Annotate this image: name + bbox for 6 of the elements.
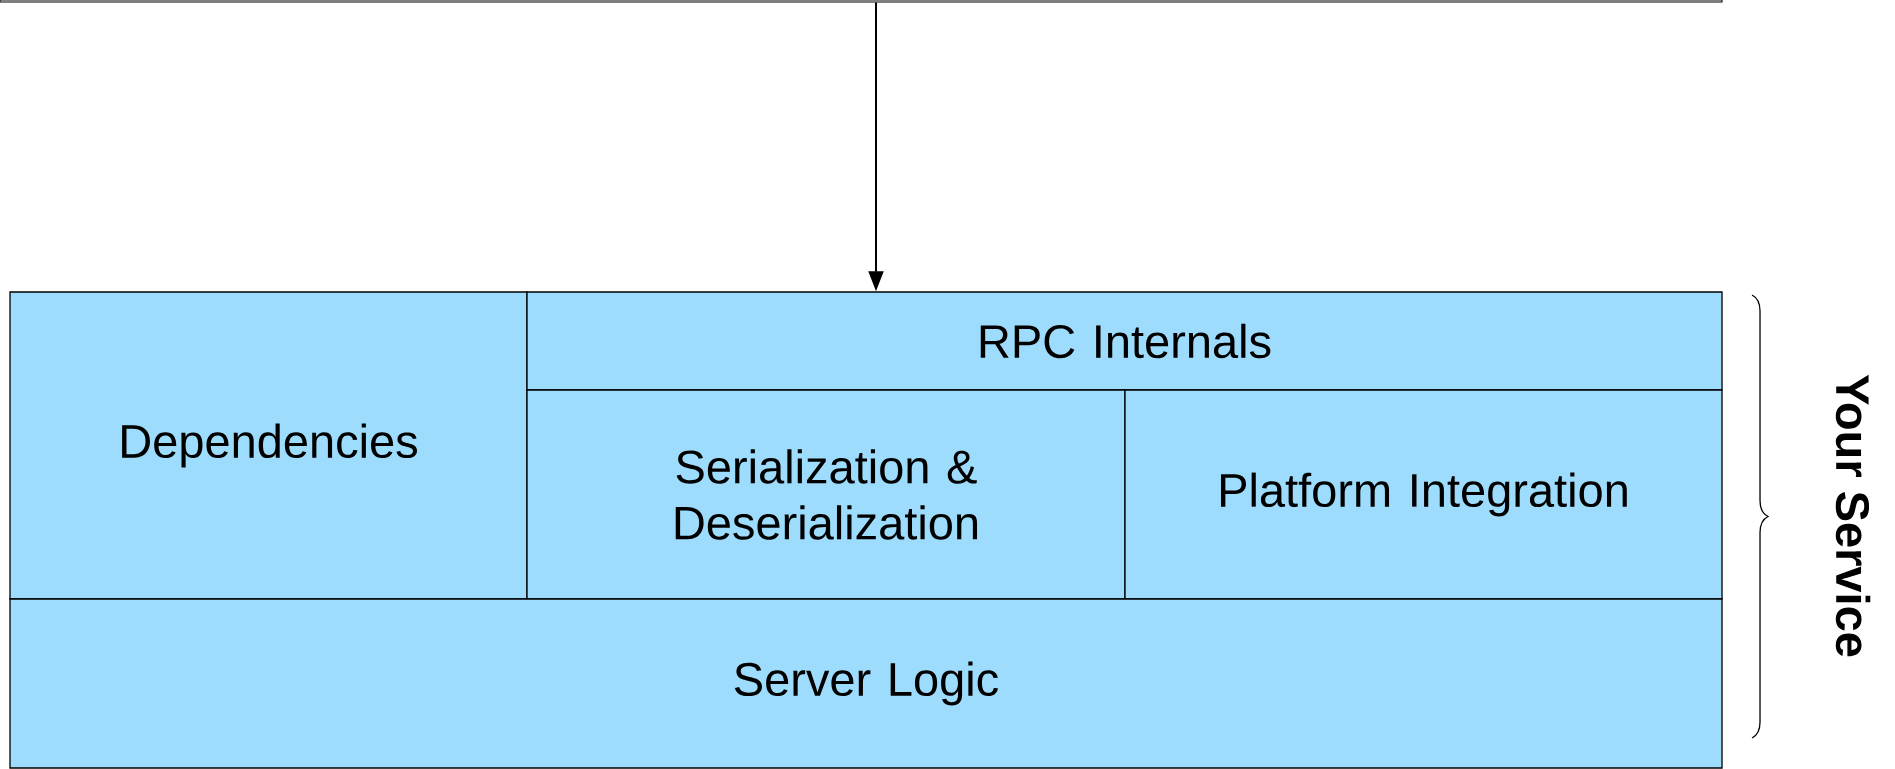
layer-box: RPC Internals xyxy=(526,291,1723,391)
side-label: Your Service xyxy=(1835,374,1871,657)
box xyxy=(0,0,1723,3)
layer-box: Serialization & Deserialization xyxy=(526,389,1126,600)
layer-box: Platform Integration xyxy=(1124,389,1723,600)
layer-box: Dependencies xyxy=(9,291,528,600)
